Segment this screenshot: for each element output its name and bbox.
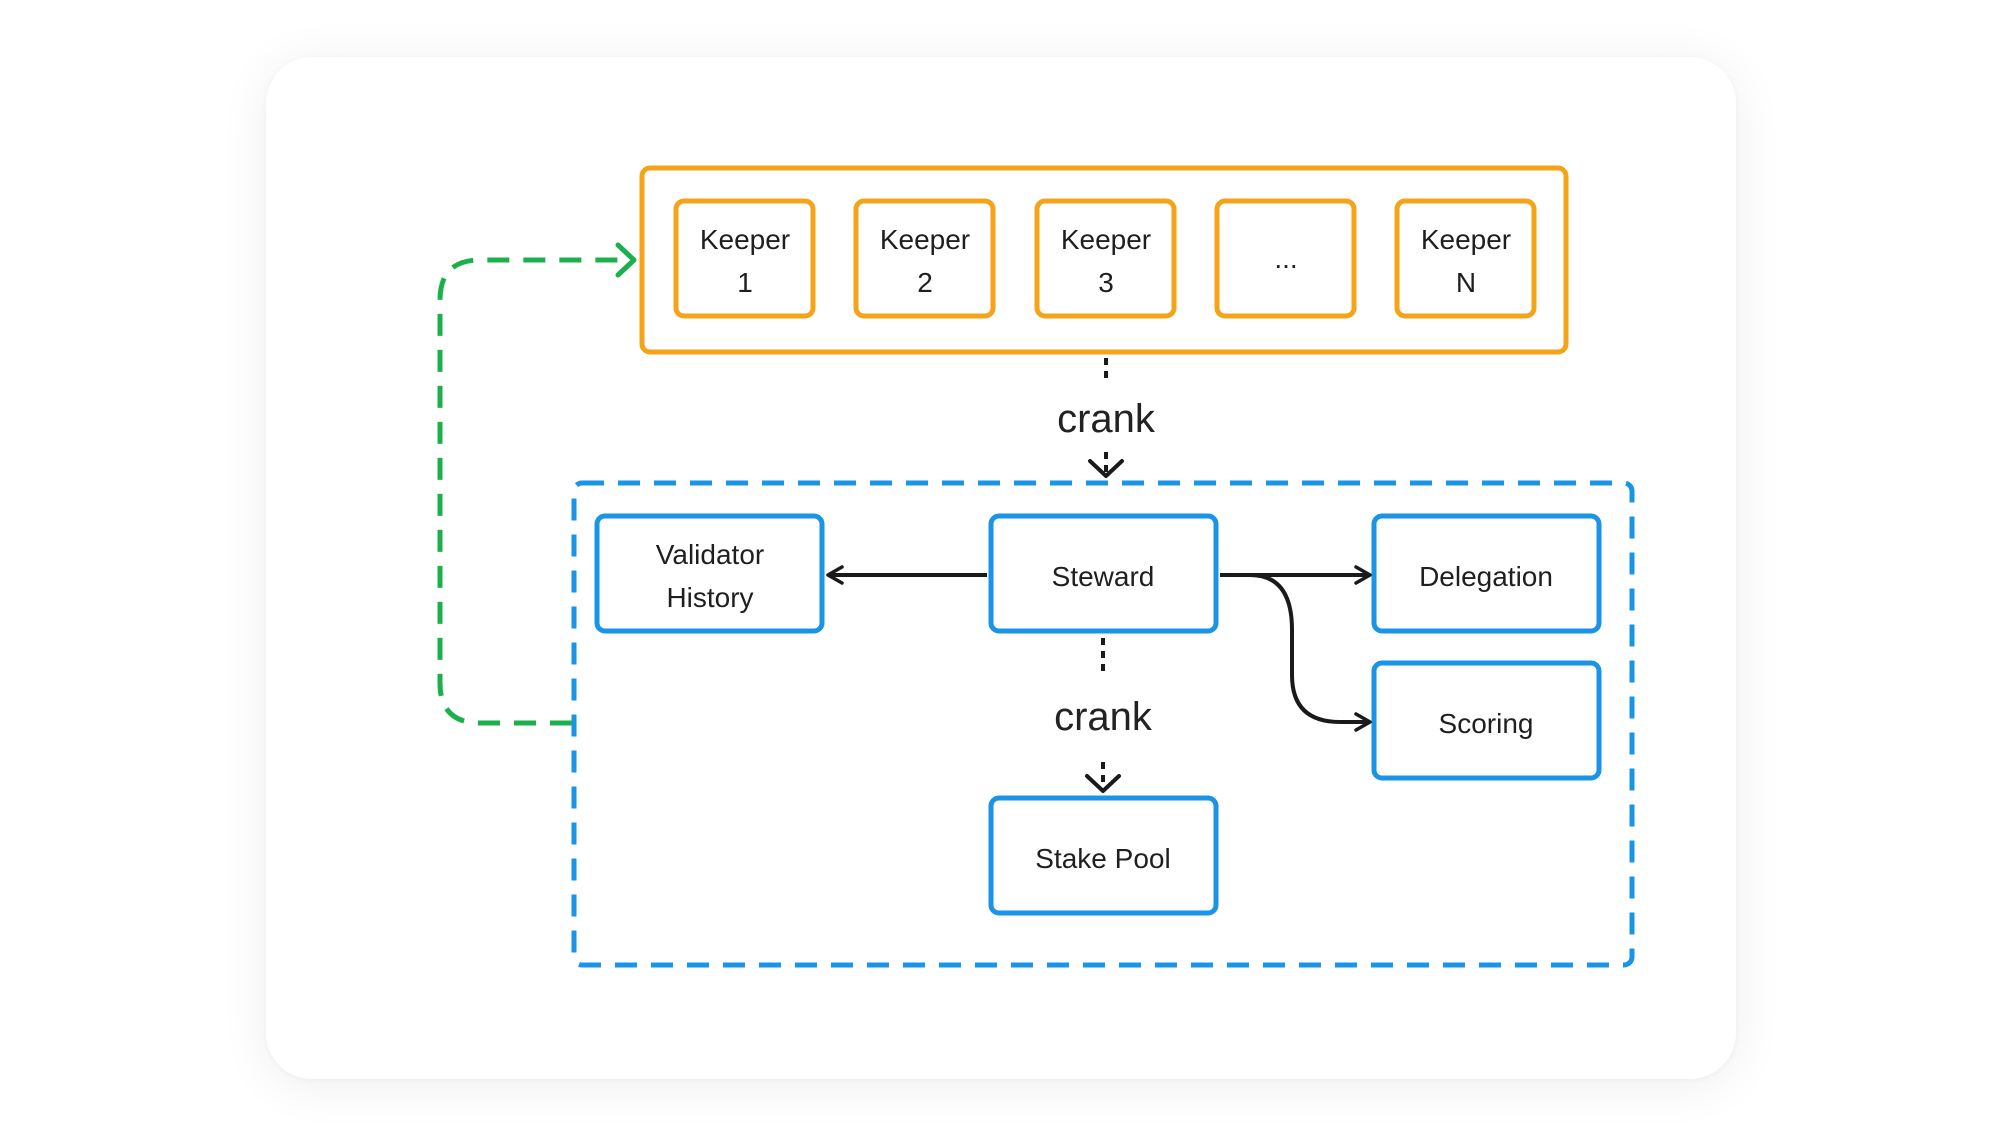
keeper-2-number: 2 [917, 267, 933, 298]
stake-pool-label: Stake Pool [1035, 843, 1170, 874]
steward-label: Steward [1052, 561, 1155, 592]
validator-history-line1: Validator [656, 539, 764, 570]
crank-top-arrow-head [1088, 459, 1124, 478]
steward-box: Steward [988, 513, 1219, 634]
delegation-box: Delegation [1371, 513, 1602, 634]
validator-history-box: Validator History [594, 513, 825, 634]
keeper-3-number: 3 [1098, 267, 1114, 298]
delegation-label: Delegation [1419, 561, 1553, 592]
program-group [571, 480, 1635, 968]
arrow-steward-to-scoring [1220, 573, 1372, 732]
keeper-n-number: N [1456, 267, 1476, 298]
keeper-box-n: Keeper N [1394, 198, 1537, 319]
feedback-arrow [437, 257, 630, 726]
keeper-1-label: Keeper [700, 224, 790, 255]
keeper-box-1: Keeper 1 [673, 198, 816, 319]
keeper-box-ellipsis: ... [1214, 198, 1357, 319]
crank-bottom-arrow-head [1085, 774, 1121, 793]
keeper-2-label: Keeper [880, 224, 970, 255]
keeper-ellipsis-label: ... [1274, 243, 1297, 274]
keeper-box-2: Keeper 2 [853, 198, 996, 319]
keeper-3-label: Keeper [1061, 224, 1151, 255]
keeper-1-number: 1 [737, 267, 753, 298]
feedback-arrow-head [615, 242, 637, 278]
crank-bottom-label: crank [1054, 695, 1153, 739]
stake-pool-box: Stake Pool [988, 795, 1219, 916]
validator-history-line2: History [666, 582, 753, 613]
keeper-n-label: Keeper [1421, 224, 1511, 255]
scoring-label: Scoring [1439, 708, 1534, 739]
crank-top-label: crank [1057, 397, 1156, 441]
keeper-box-3: Keeper 3 [1034, 198, 1177, 319]
scoring-box: Scoring [1371, 660, 1602, 781]
keepers-group [639, 165, 1569, 355]
